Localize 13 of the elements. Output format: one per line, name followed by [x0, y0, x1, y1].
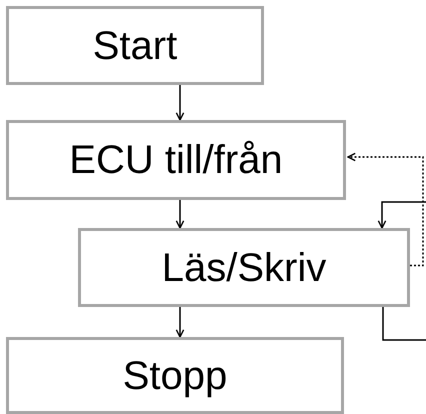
arrow: [176, 307, 184, 338]
box-label: Stopp: [122, 356, 228, 396]
box-label: Start: [92, 26, 178, 66]
box-label: Läs/Skriv: [162, 248, 326, 288]
arrow: [176, 200, 184, 229]
arrow: [378, 201, 426, 229]
process-box: [6, 337, 344, 414]
arrow: [176, 85, 184, 121]
arrow: [347, 152, 424, 266]
process-box: [6, 120, 346, 200]
box-label: ECU till/från: [69, 140, 283, 180]
process-box: [78, 228, 410, 307]
process-box: [6, 6, 264, 85]
